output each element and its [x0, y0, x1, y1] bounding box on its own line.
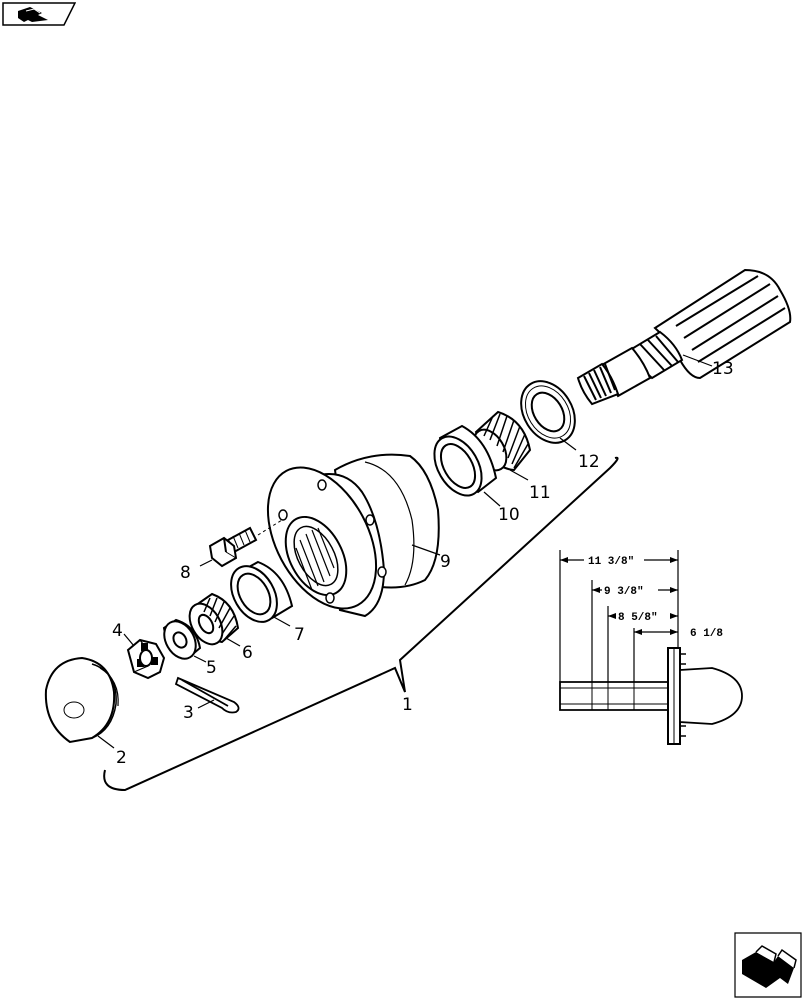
- stud-alignment-line: [257, 519, 283, 536]
- callout-10: 10: [498, 505, 520, 525]
- part-4-castle-nut: [126, 638, 166, 680]
- callout-8: 8: [180, 563, 191, 583]
- part-12-seal: [520, 380, 576, 444]
- callout-5: 5: [206, 658, 217, 678]
- part-2-dust-cap: [44, 656, 119, 744]
- part-13-spindle: [576, 268, 792, 406]
- callout-11: 11: [529, 483, 551, 503]
- part-8-wheel-stud: [208, 526, 258, 568]
- leader-12: [559, 437, 577, 451]
- leader-2: [97, 735, 115, 749]
- part-5-washer: [162, 618, 202, 660]
- callout-13: 13: [712, 359, 734, 379]
- dimension-label-3: 8 5/8": [618, 612, 658, 624]
- part-6-outer-bearing-cone: [188, 592, 240, 646]
- leader-5: [193, 655, 207, 663]
- previous-page-button[interactable]: [2, 2, 77, 26]
- previous-page-arrow-icon: [2, 2, 77, 26]
- leader-11: [509, 469, 529, 481]
- callout-6: 6: [242, 643, 253, 663]
- dimension-label-4: 6 1/8: [690, 628, 723, 640]
- leader-9: [411, 544, 441, 556]
- leader-13: [682, 354, 713, 367]
- leader-7: [271, 615, 291, 627]
- callout-12: 12: [578, 452, 600, 472]
- callout-9: 9: [440, 552, 451, 572]
- callout-7: 7: [294, 625, 305, 645]
- part-9-hub: [266, 453, 440, 618]
- assembly-bracket: [103, 456, 619, 792]
- part-7-outer-bearing-cup: [230, 560, 294, 623]
- leader-4: [123, 633, 135, 647]
- callout-1: 1: [402, 695, 413, 715]
- callout-4: 4: [112, 621, 123, 641]
- callout-3: 3: [183, 703, 194, 723]
- dimension-inset: 11 3/8" 9 3/8" 8 5/8" 6 1/8: [559, 550, 743, 745]
- part-3-cotter-pin: [174, 676, 240, 714]
- dimension-label-2: 9 3/8": [604, 586, 644, 598]
- next-page-arrow-icon: [734, 932, 802, 998]
- leader-10: [483, 491, 501, 507]
- leader-8: [199, 559, 213, 567]
- callout-labels: 1 2 3 4 5 6 7 8 9 10 11 12 13: [112, 359, 734, 768]
- dimension-label-1: 11 3/8": [588, 556, 634, 568]
- leader-3: [197, 699, 215, 709]
- next-page-button[interactable]: [734, 932, 802, 998]
- leader-6: [225, 637, 241, 647]
- part-11-inner-bearing-cone: [472, 410, 532, 472]
- part-10-inner-bearing-cup: [433, 424, 498, 497]
- callout-2: 2: [116, 748, 127, 768]
